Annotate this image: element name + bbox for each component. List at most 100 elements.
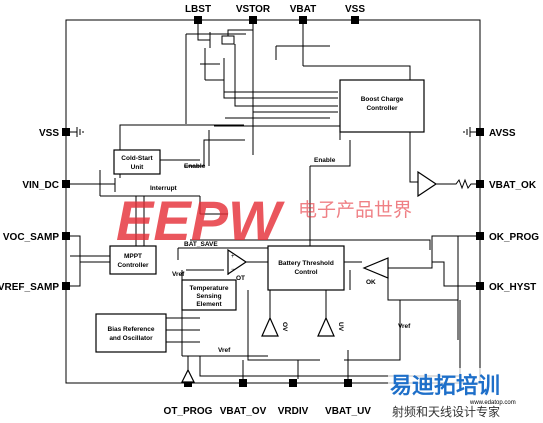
pin-avss: AVSS bbox=[476, 128, 516, 139]
watermark-url: www.edatop.com bbox=[469, 400, 516, 406]
pin-label-vss-top: VSS bbox=[345, 4, 365, 15]
pin-label-ot-prog: OT_PROG bbox=[164, 406, 213, 417]
bias-label-1: Bias Reference bbox=[108, 326, 155, 333]
pin-ot-prog: OT_PROG bbox=[164, 379, 213, 417]
signal-bat-save: BAT_SAVE bbox=[184, 241, 218, 248]
pin-label-vbat-ok: VBAT_OK bbox=[489, 180, 537, 191]
signal-ok: OK bbox=[366, 279, 376, 286]
pin-vin-dc: VIN_DC bbox=[22, 180, 70, 191]
pin-label-vstor: VSTOR bbox=[236, 4, 271, 15]
mppt-label-1: MPPT bbox=[124, 253, 142, 260]
battery-box bbox=[267, 245, 345, 291]
ok-comparator-triangle bbox=[362, 257, 389, 279]
pin-label-vbat-uv: VBAT_UV bbox=[325, 406, 371, 417]
pin-pad-ok-hyst bbox=[476, 282, 484, 290]
battery-label-2: Control bbox=[294, 269, 317, 276]
coldstart-label-2: Unit bbox=[131, 164, 144, 171]
block-battery-threshold: Battery Threshold Control bbox=[267, 245, 345, 291]
signal-interrupt: Interrupt bbox=[150, 185, 178, 192]
signal-ot: OT bbox=[236, 275, 245, 282]
boost-box bbox=[339, 79, 425, 133]
pin-pad-avss bbox=[476, 128, 484, 136]
pin-lbst: LBST bbox=[185, 4, 211, 24]
vbat-ok-buffer bbox=[417, 170, 438, 198]
pin-vbat: VBAT bbox=[290, 4, 316, 24]
boost-label-2: Controller bbox=[366, 105, 398, 112]
pin-label-ok-prog: OK_PROG bbox=[489, 232, 539, 243]
bias-box bbox=[95, 313, 167, 353]
pin-ok-hyst: OK_HYST bbox=[476, 282, 536, 293]
signal-enable-1: Enable bbox=[184, 163, 206, 170]
watermark-brand-text: 易迪拓培训 bbox=[390, 373, 500, 399]
ov-comparator-triangle bbox=[261, 316, 279, 337]
pin-pad-lbst bbox=[194, 16, 202, 24]
uv-comparator bbox=[317, 316, 335, 337]
ot-comp-plus: + bbox=[231, 254, 235, 260]
watermark-brand: 易迪拓培训 射频和天线设计专家 www.edatop.com bbox=[388, 368, 538, 422]
ot-comparator-triangle bbox=[227, 248, 248, 276]
pin-vss-top: VSS bbox=[345, 4, 365, 24]
block-temp-sensing: Temperature Sensing Element bbox=[181, 279, 237, 311]
mppt-label-2: Controller bbox=[117, 262, 149, 269]
pin-label-avss: AVSS bbox=[489, 128, 516, 139]
chip-outline bbox=[65, 19, 481, 384]
temp-label-2: Sensing bbox=[196, 293, 221, 300]
pin-pad-vstor bbox=[249, 16, 257, 24]
pin-vrdiv: VRDIV bbox=[278, 379, 309, 417]
temp-label-3: Element bbox=[196, 301, 222, 308]
pin-vbat-uv: VBAT_UV bbox=[325, 379, 371, 417]
pin-voc-samp: VOC_SAMP bbox=[3, 232, 70, 243]
pin-vbat-ok: VBAT_OK bbox=[476, 180, 537, 191]
pin-label-vss-left: VSS bbox=[39, 128, 59, 139]
battery-label-1: Battery Threshold bbox=[278, 260, 334, 267]
watermark-slogan: 射频和天线设计专家 bbox=[392, 404, 500, 419]
pin-pad-ok-prog bbox=[476, 232, 484, 240]
pin-pad-vss-top bbox=[351, 16, 359, 24]
pin-pad-voc-samp bbox=[62, 232, 70, 240]
boost-label-1: Boost Charge bbox=[361, 96, 404, 103]
ot-comp-minus: − bbox=[231, 267, 235, 273]
pin-label-vrdiv: VRDIV bbox=[278, 406, 309, 417]
pin-label-lbst: LBST bbox=[185, 4, 211, 15]
signal-vref-1: Vref bbox=[172, 271, 185, 278]
signal-ov: OV bbox=[281, 322, 288, 332]
block-mppt: MPPT Controller bbox=[109, 245, 157, 275]
coldstart-label-1: Cold-Start bbox=[121, 155, 153, 162]
ot-prog-buffer bbox=[181, 368, 195, 383]
pin-pad-vin-dc bbox=[62, 180, 70, 188]
pin-ok-prog: OK_PROG bbox=[476, 232, 539, 243]
signal-vref-2: Vref bbox=[218, 347, 231, 354]
block-cold-start: Cold-Start Unit bbox=[113, 149, 161, 175]
pin-pad-vbat-uv bbox=[344, 379, 352, 387]
temp-label-1: Temperature bbox=[190, 285, 229, 292]
pin-pad-ot-prog bbox=[184, 379, 192, 387]
pin-pad-vss-left bbox=[62, 128, 70, 136]
pin-label-voc-samp: VOC_SAMP bbox=[3, 232, 59, 243]
temp-box bbox=[181, 279, 237, 311]
pin-vbat-ov: VBAT_OV bbox=[220, 379, 267, 417]
coldstart-box bbox=[113, 149, 161, 175]
pin-vstor: VSTOR bbox=[236, 4, 271, 24]
ot-comparator: + − bbox=[227, 248, 248, 276]
pin-pad-vbat bbox=[299, 16, 307, 24]
uv-comparator-triangle bbox=[317, 316, 335, 337]
block-bias-reference: Bias Reference and Oscillator bbox=[95, 313, 167, 353]
pin-label-vin-dc: VIN_DC bbox=[22, 180, 59, 191]
pin-label-vref-samp: VREF_SAMP bbox=[0, 282, 59, 293]
watermark-logo: EEPW bbox=[116, 189, 285, 252]
signal-uv: UV bbox=[337, 322, 344, 332]
signal-enable-2: Enable bbox=[314, 157, 336, 164]
pin-label-vbat-ov: VBAT_OV bbox=[220, 406, 267, 417]
pin-pad-vrdiv bbox=[289, 379, 297, 387]
pin-pad-vref-samp bbox=[62, 282, 70, 290]
pin-vref-samp: VREF_SAMP bbox=[0, 282, 70, 293]
pin-vss-left: VSS bbox=[39, 128, 70, 139]
ot-prog-buffer-triangle bbox=[181, 368, 195, 383]
watermark-cn: 电子产品世界 bbox=[298, 199, 412, 221]
mppt-box bbox=[109, 245, 157, 275]
bias-label-2: and Oscillator bbox=[109, 335, 153, 342]
vbat-ok-buffer-triangle bbox=[417, 170, 438, 198]
pin-pad-vbat-ov bbox=[239, 379, 247, 387]
block-boost-controller: Boost Charge Controller bbox=[339, 79, 425, 133]
